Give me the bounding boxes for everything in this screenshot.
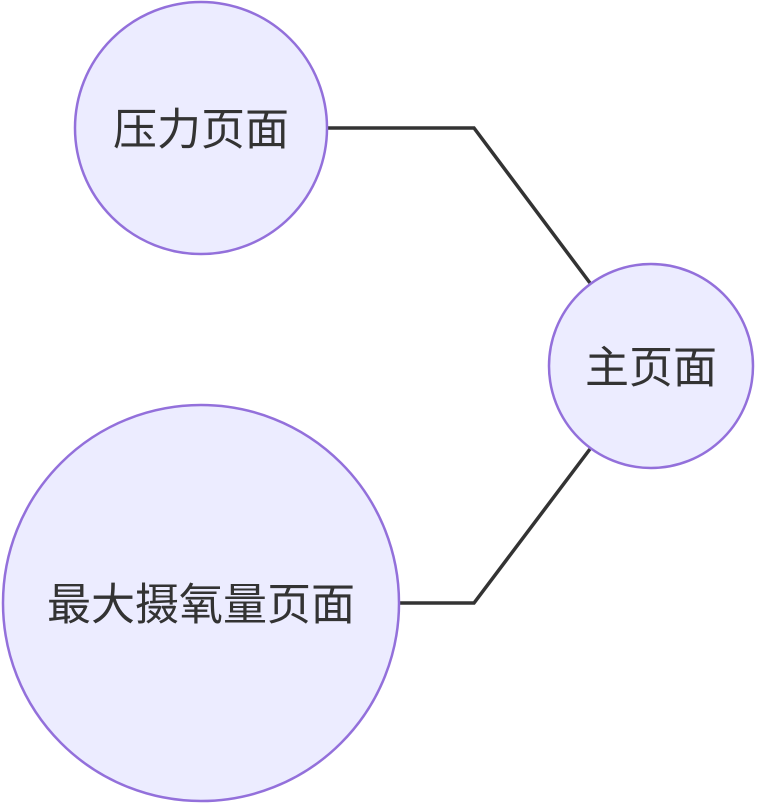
node-main-page-label: 主页面 <box>585 343 717 394</box>
node-vo2max-page[interactable]: 最大摄氧量页面 <box>1 403 401 803</box>
node-pressure-page[interactable]: 压力页面 <box>73 0 329 256</box>
node-pressure-page-circle <box>73 0 329 256</box>
edge-main-to-vo2max <box>400 447 592 605</box>
node-vo2max-page-circle <box>1 403 401 803</box>
edge-main-to-pressure <box>328 126 592 285</box>
node-vo2max-page-label: 最大摄氧量页面 <box>47 580 355 631</box>
node-pressure-page-label: 压力页面 <box>113 105 289 156</box>
node-main-page[interactable]: 主页面 <box>547 262 755 470</box>
node-main-page-circle <box>547 262 755 470</box>
